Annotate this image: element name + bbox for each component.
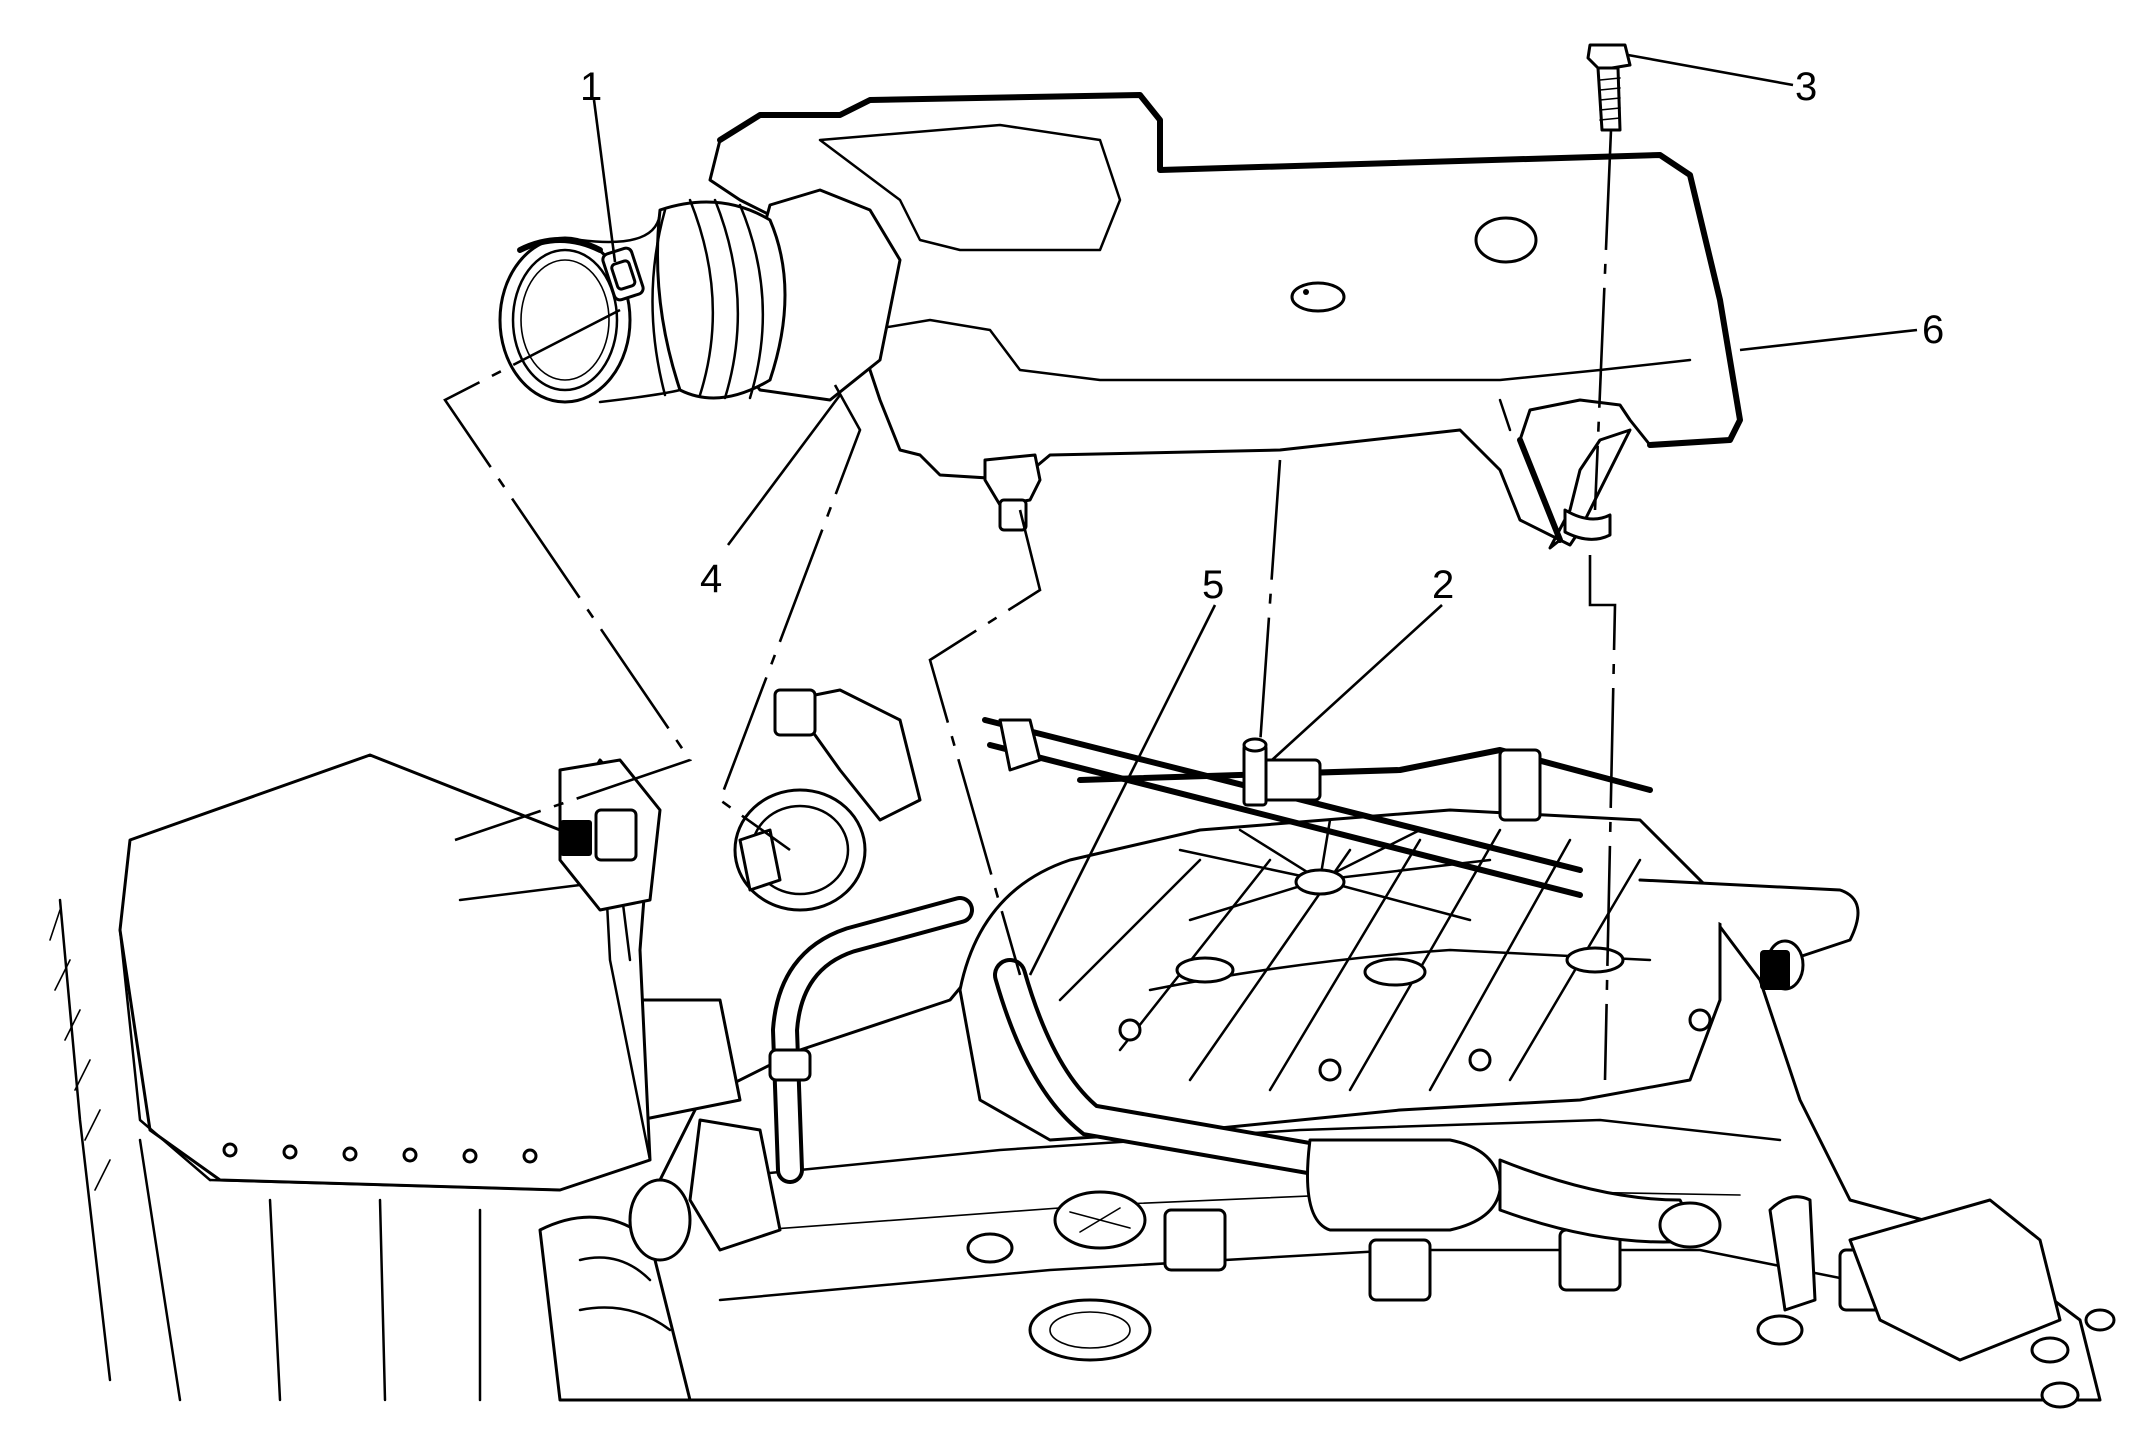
sensor-connectors	[998, 718, 1542, 822]
hose-clamp	[517, 237, 645, 302]
callout-4: 4	[700, 557, 722, 601]
callout-3: 3	[1795, 65, 1817, 109]
alignment-lines	[443, 129, 1617, 1081]
engine-cover	[708, 92, 1743, 550]
callout-2: 2	[1432, 563, 1454, 607]
coolant-hose-left	[768, 896, 974, 1184]
air-cleaner-housing	[49, 753, 662, 1402]
callout-1: 1	[580, 65, 602, 109]
manifold-emblem	[1178, 818, 1492, 922]
leader-lines	[592, 53, 1918, 976]
cover-bolt	[1586, 43, 1632, 132]
throttle-body	[733, 688, 922, 912]
pcv-hose	[993, 958, 1722, 1249]
housing-clips	[49, 909, 538, 1191]
callout-5: 5	[1202, 563, 1224, 607]
intake-duct	[498, 188, 902, 404]
callout-6: 6	[1922, 308, 1944, 352]
cover-stud	[1242, 737, 1268, 807]
intake-manifold	[958, 808, 1722, 1142]
